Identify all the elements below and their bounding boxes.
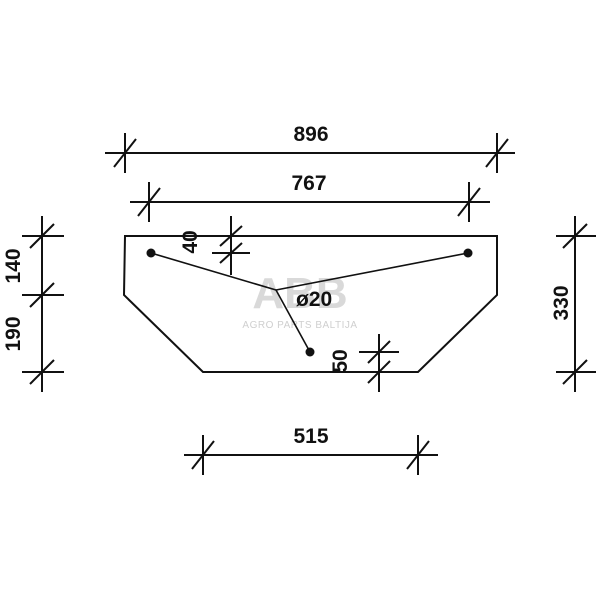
dimension-top-width: 896 [105, 123, 515, 173]
dimension-hole-bottom-offset-label: 50 [329, 349, 352, 372]
dimension-total-height: 330 [550, 216, 596, 392]
hole-connector-bottom [275, 289, 311, 353]
hole-right [463, 248, 473, 258]
dimension-left-upper-label: 140 [2, 248, 25, 283]
hole-left [146, 248, 156, 258]
dimension-left-lower-label: 190 [2, 316, 25, 351]
part-outline [122, 235, 498, 373]
dimension-upper-width: 767 [130, 172, 490, 222]
watermark-tagline: AGRO PARTS BALTIJA [242, 320, 357, 331]
dimension-bottom-width-label: 515 [293, 425, 328, 448]
dimension-hole-top-offset-label: 40 [179, 230, 202, 253]
hole-connector-right [275, 252, 469, 291]
dimension-bottom-width: 515 [184, 425, 438, 475]
hole-connector-left [150, 252, 277, 291]
dimension-total-height-label: 330 [550, 285, 573, 320]
dimension-hole-top-offset: 40 [179, 216, 250, 275]
watermark: ABB AGRO PARTS BALTIJA [242, 269, 357, 331]
hole-diameter-label: ø20 [296, 288, 332, 311]
hole-bottom [305, 347, 315, 357]
dimension-top-width-label: 896 [293, 123, 328, 146]
dimension-hole-bottom-offset: 50 [329, 334, 399, 392]
hole-layout [146, 248, 473, 357]
dimension-upper-width-label: 767 [291, 172, 326, 195]
watermark-logo: ABB [252, 269, 347, 318]
dimension-left-heights: 140 190 [2, 216, 64, 392]
